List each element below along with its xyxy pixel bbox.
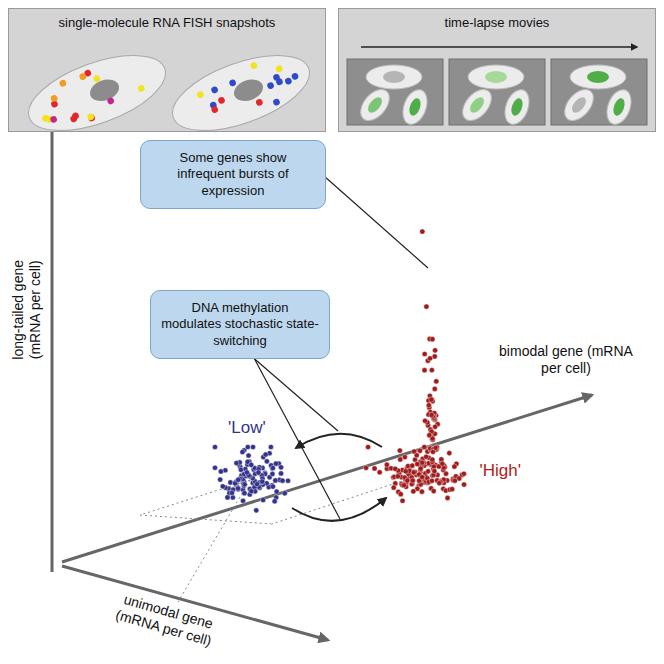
axis-label: bimodal gene (mRNA per cell) [491, 343, 641, 377]
projection-lines [140, 475, 420, 602]
state-label: 'High' [480, 461, 521, 481]
cell-dots [212, 229, 466, 513]
long-tailed-axis [51, 96, 54, 572]
switch-arrows [292, 434, 386, 521]
leader-line [254, 359, 340, 519]
leader-line [254, 359, 338, 431]
callout-text: DNA methylation modulates stochastic sta… [161, 300, 319, 349]
callout-box: DNA methylation modulates stochastic sta… [150, 290, 330, 359]
panel-title: single-molecule RNA FISH snapshots [15, 15, 319, 31]
bimodal-axis [62, 395, 592, 562]
callout-box: Some genes show infrequent bursts of exp… [140, 140, 326, 209]
leader-line [326, 178, 428, 268]
callout-text: Some genes show infrequent bursts of exp… [151, 150, 315, 199]
axis-label: long-tailed gene (mRNA per cell) [10, 244, 44, 376]
state-label: 'Low' [228, 418, 266, 438]
panel-title: time-lapse movies [345, 15, 649, 31]
movie-panel: time-lapse movies [338, 8, 656, 132]
axes [52, 96, 592, 640]
snapshot-panel: single-molecule RNA FISH snapshots [8, 8, 326, 132]
